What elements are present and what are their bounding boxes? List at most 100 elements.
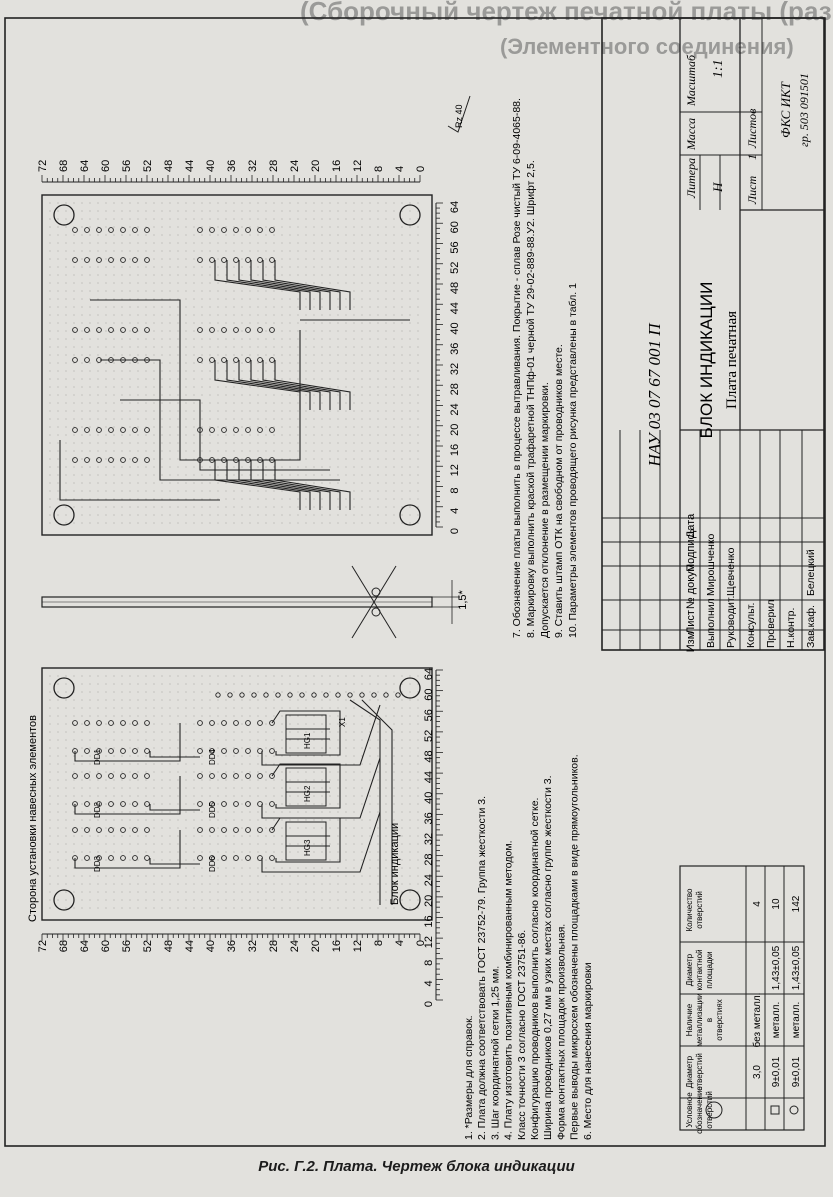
grid-dot [289,675,291,677]
grid-dot [321,827,323,829]
grid-dot [313,891,315,893]
scale-label: 56 [449,241,461,253]
grid-dot [89,466,91,468]
grid-dot [209,883,211,885]
grid-dot [337,779,339,781]
grid-dot [145,771,147,773]
grid-dot [241,763,243,765]
grid-dot [121,811,123,813]
grid-dot [385,394,387,396]
grid-dot [393,755,395,757]
grid-dot [129,827,131,829]
grid-dot [113,755,115,757]
grid-dot [153,466,155,468]
grid-dot [345,907,347,909]
grid-dot [377,210,379,212]
grid-dot [329,907,331,909]
grid-dot [73,474,75,476]
grid-dot [233,346,235,348]
grid-dot [273,394,275,396]
pad [108,257,114,263]
grid-dot [129,258,131,260]
grid-dot [401,723,403,725]
grid-dot [353,402,355,404]
grid-dot [313,691,315,693]
grid-dot [121,675,123,677]
grid-dot [201,346,203,348]
grid-dot [321,282,323,284]
grid-dot [305,506,307,508]
grid-dot [65,723,67,725]
grid-dot [129,282,131,284]
grid-dot [329,226,331,228]
grid-dot [169,811,171,813]
grid-dot [241,258,243,260]
grid-dot [345,450,347,452]
grid-dot [241,386,243,388]
grid-dot [201,683,203,685]
grid-dot [361,242,363,244]
grid-dot [393,522,395,524]
grid-dot [353,707,355,709]
grid-dot [353,739,355,741]
grid-dot [81,474,83,476]
grid-dot [217,771,219,773]
scale-label: 68 [58,160,70,172]
grid-dot [393,426,395,428]
grid-dot [417,458,419,460]
grid-dot [113,859,115,861]
grid-dot [161,514,163,516]
trace [286,835,330,847]
grid-dot [249,771,251,773]
grid-dot [361,514,363,516]
grid-dot [345,883,347,885]
chip-pad [96,801,102,807]
grid-dot [385,466,387,468]
grid-dot [225,795,227,797]
grid-dot [57,258,59,260]
grid-dot [385,867,387,869]
chip-pad [245,801,251,807]
grid-dot [385,402,387,404]
grid-dot [337,827,339,829]
grid-dot [185,691,187,693]
grid-dot [265,771,267,773]
grid-dot [121,274,123,276]
grid-dot [289,434,291,436]
grid-dot [393,250,395,252]
grid-dot [185,490,187,492]
grid-dot [161,386,163,388]
grid-dot [145,202,147,204]
grid-dot [377,242,379,244]
grid-dot [289,242,291,244]
grid-dot [105,755,107,757]
grid-dot [137,450,139,452]
grid-dot [377,699,379,701]
grid-dot [233,314,235,316]
grid-dot [329,354,331,356]
grid-dot [401,202,403,204]
grid-dot [257,715,259,717]
pad [197,357,203,363]
grid-dot [193,514,195,516]
grid-dot [249,715,251,717]
grid-dot [361,338,363,340]
grid-dot [201,691,203,693]
grid-dot [257,250,259,252]
grid-dot [73,891,75,893]
grid-dot [401,354,403,356]
grid-dot [65,210,67,212]
grid-dot [97,707,99,709]
grid-dot [233,875,235,877]
grid-dot [313,498,315,500]
grid-dot [185,675,187,677]
grid-dot [385,715,387,717]
grid-dot [321,274,323,276]
grid-dot [129,226,131,228]
grid-dot [121,338,123,340]
pad [209,257,215,263]
grid-dot [377,907,379,909]
grid-dot [137,675,139,677]
grid-dot [57,466,59,468]
grid-dot [193,330,195,332]
